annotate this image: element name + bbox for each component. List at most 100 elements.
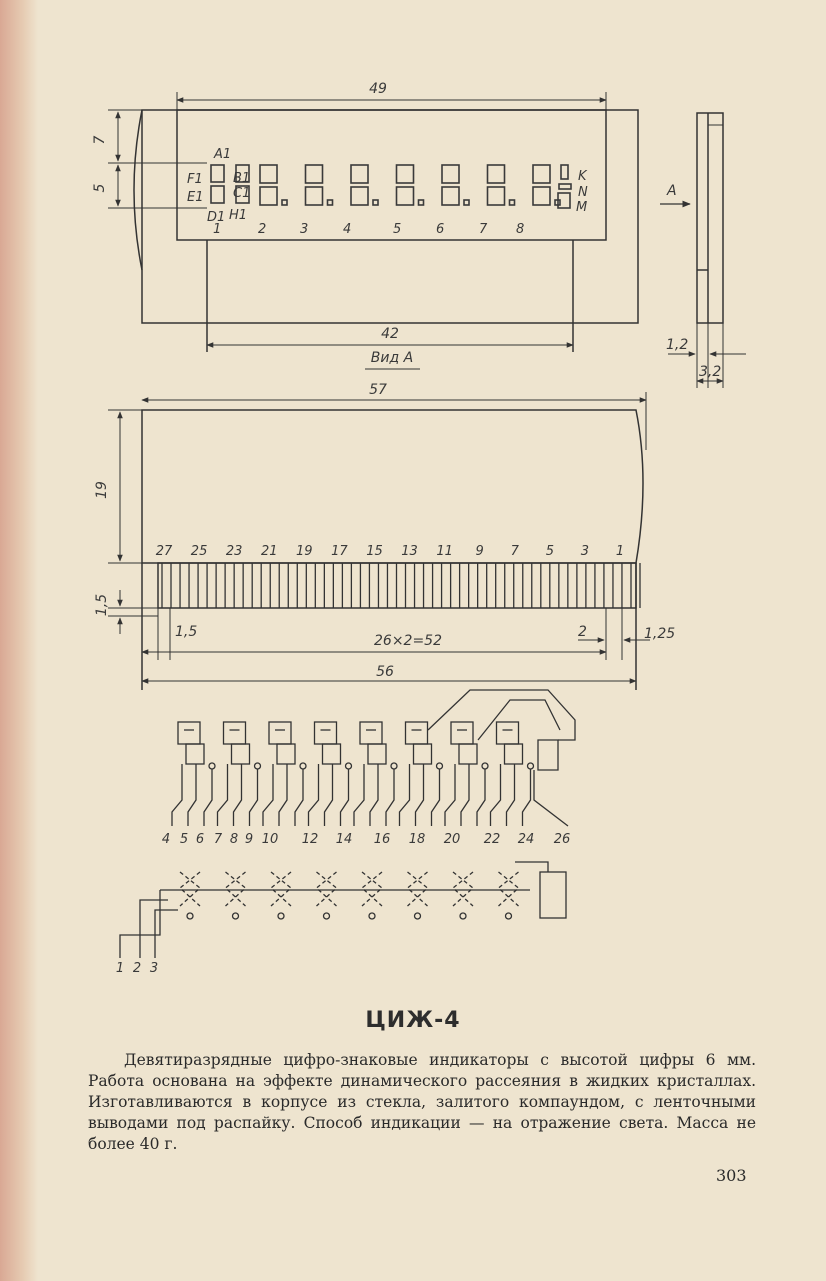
device-title: ЦИЖ-4 (365, 1008, 461, 1033)
schematic-lower-cell (178, 871, 202, 907)
decimal-point (281, 199, 288, 206)
schematic-node (435, 762, 444, 770)
schematic-lower-pin-2: 2 (133, 961, 141, 976)
schematic-digit-cell (177, 721, 201, 745)
pin-number-27: 27 (156, 544, 173, 559)
schematic-pin-7: 7 (214, 832, 223, 847)
digit-upper-segment (486, 164, 506, 184)
schematic-digit-cell (503, 743, 524, 765)
dim-height-19: 19 (94, 481, 110, 499)
schematic-digit-cell (268, 721, 292, 745)
decimal-point (326, 199, 334, 206)
digit-lower-segment (395, 186, 415, 206)
schematic-digit-cell (495, 721, 520, 745)
segment-label-d1: D1 (207, 210, 225, 225)
schematic-wire (171, 764, 183, 826)
schematic-pin-8: 8 (230, 832, 238, 847)
schematic-lower-cell (269, 871, 293, 907)
description-paragraph: Девятиразрядные цифро-знаковые индикатор… (88, 1051, 756, 1153)
schematic-pin-16: 16 (374, 832, 391, 847)
segment-label-b1: B1 (233, 171, 250, 186)
dim-right-2: 2 (578, 624, 587, 640)
schematic-digit-cell (404, 721, 429, 745)
digit-number-5: 5 (393, 222, 401, 237)
digit-display (210, 164, 572, 209)
schematic-lower-cell (224, 871, 247, 907)
pin-number-5: 5 (546, 544, 554, 559)
schematic-node (413, 912, 422, 920)
schematic-wire (203, 769, 213, 826)
digit-number-7: 7 (479, 222, 488, 237)
schematic-pin-18: 18 (409, 832, 426, 847)
digit-lower-segment (259, 186, 278, 206)
schematic-symbol-cell (537, 739, 559, 771)
pin-number-13: 13 (401, 544, 418, 559)
schematic-node (390, 762, 398, 770)
schematic-digit-cell (185, 743, 205, 765)
schematic-node (277, 912, 285, 920)
decimal-point (372, 199, 379, 206)
schematic-lower-pin-1: 1 (116, 961, 124, 976)
schematic-pin-12: 12 (302, 832, 319, 847)
schematic-wire (339, 769, 350, 826)
digit-number-4: 4 (343, 222, 351, 237)
pin-number-19: 19 (296, 544, 313, 559)
wiring-schematic (119, 689, 576, 958)
schematic-digit-cell (276, 743, 296, 765)
schematic-digit-cell (321, 743, 342, 765)
schematic-pin-6: 6 (196, 832, 204, 847)
symbol-label-m: M (576, 200, 587, 215)
schematic-lower-cell (451, 871, 475, 907)
dim-pin-1-5: 1,5 (94, 594, 110, 616)
schematic-wire (262, 764, 274, 826)
symbol-label-n: N (578, 185, 588, 200)
schematic-wire (476, 769, 486, 826)
top-view-outline (133, 109, 639, 352)
digit-lower-segment (304, 186, 324, 206)
dim-left-1-5: 1,5 (175, 624, 197, 640)
schematic-wire (460, 764, 470, 826)
schematic-node (322, 912, 331, 920)
schematic-wire (427, 689, 576, 741)
schematic-node (208, 762, 216, 770)
dim-height-5: 5 (92, 183, 108, 192)
schematic-pin-22: 22 (484, 832, 501, 847)
pin-number-15: 15 (366, 544, 383, 559)
digit-lower-segment (350, 186, 369, 206)
schematic-node (526, 762, 535, 770)
pin-number-9: 9 (476, 544, 484, 559)
view-arrow-label: А (666, 183, 677, 199)
digit-upper-segment (395, 164, 415, 184)
schematic-node (299, 762, 307, 770)
segment-label-f1: F1 (187, 172, 203, 187)
dim-pitch-52: 26×2=52 (374, 633, 442, 649)
dim-height-7: 7 (92, 135, 108, 144)
digit-number-6: 6 (436, 222, 444, 237)
digit-upper-segment (350, 164, 369, 184)
schematic-wire (489, 764, 502, 826)
side-view (660, 112, 746, 388)
schematic-wire (505, 764, 516, 826)
schematic-digit-cell (458, 743, 478, 765)
schematic-digit-cell (412, 743, 433, 765)
schematic-wire (521, 769, 532, 826)
schematic-wire (369, 764, 379, 826)
schematic-pin-10: 10 (262, 832, 279, 847)
schematic-wire (398, 764, 411, 826)
schematic-wire (533, 770, 569, 827)
digit-number-8: 8 (516, 222, 524, 237)
digit-upper-segment (532, 164, 551, 184)
schematic-lower-cell (360, 871, 384, 907)
schematic-pin-20: 20 (444, 832, 461, 847)
digit-upper-segment (441, 164, 460, 184)
digit-upper-segment (304, 164, 324, 184)
page-gutter-shadow (0, 0, 38, 1281)
schematic-wire (139, 899, 168, 958)
pin-number-17: 17 (331, 544, 348, 559)
decimal-point (508, 199, 516, 206)
schematic-node (253, 762, 262, 770)
schematic-pin-9: 9 (245, 832, 253, 847)
schematic-wire (294, 769, 304, 826)
pin-number-21: 21 (261, 544, 278, 559)
